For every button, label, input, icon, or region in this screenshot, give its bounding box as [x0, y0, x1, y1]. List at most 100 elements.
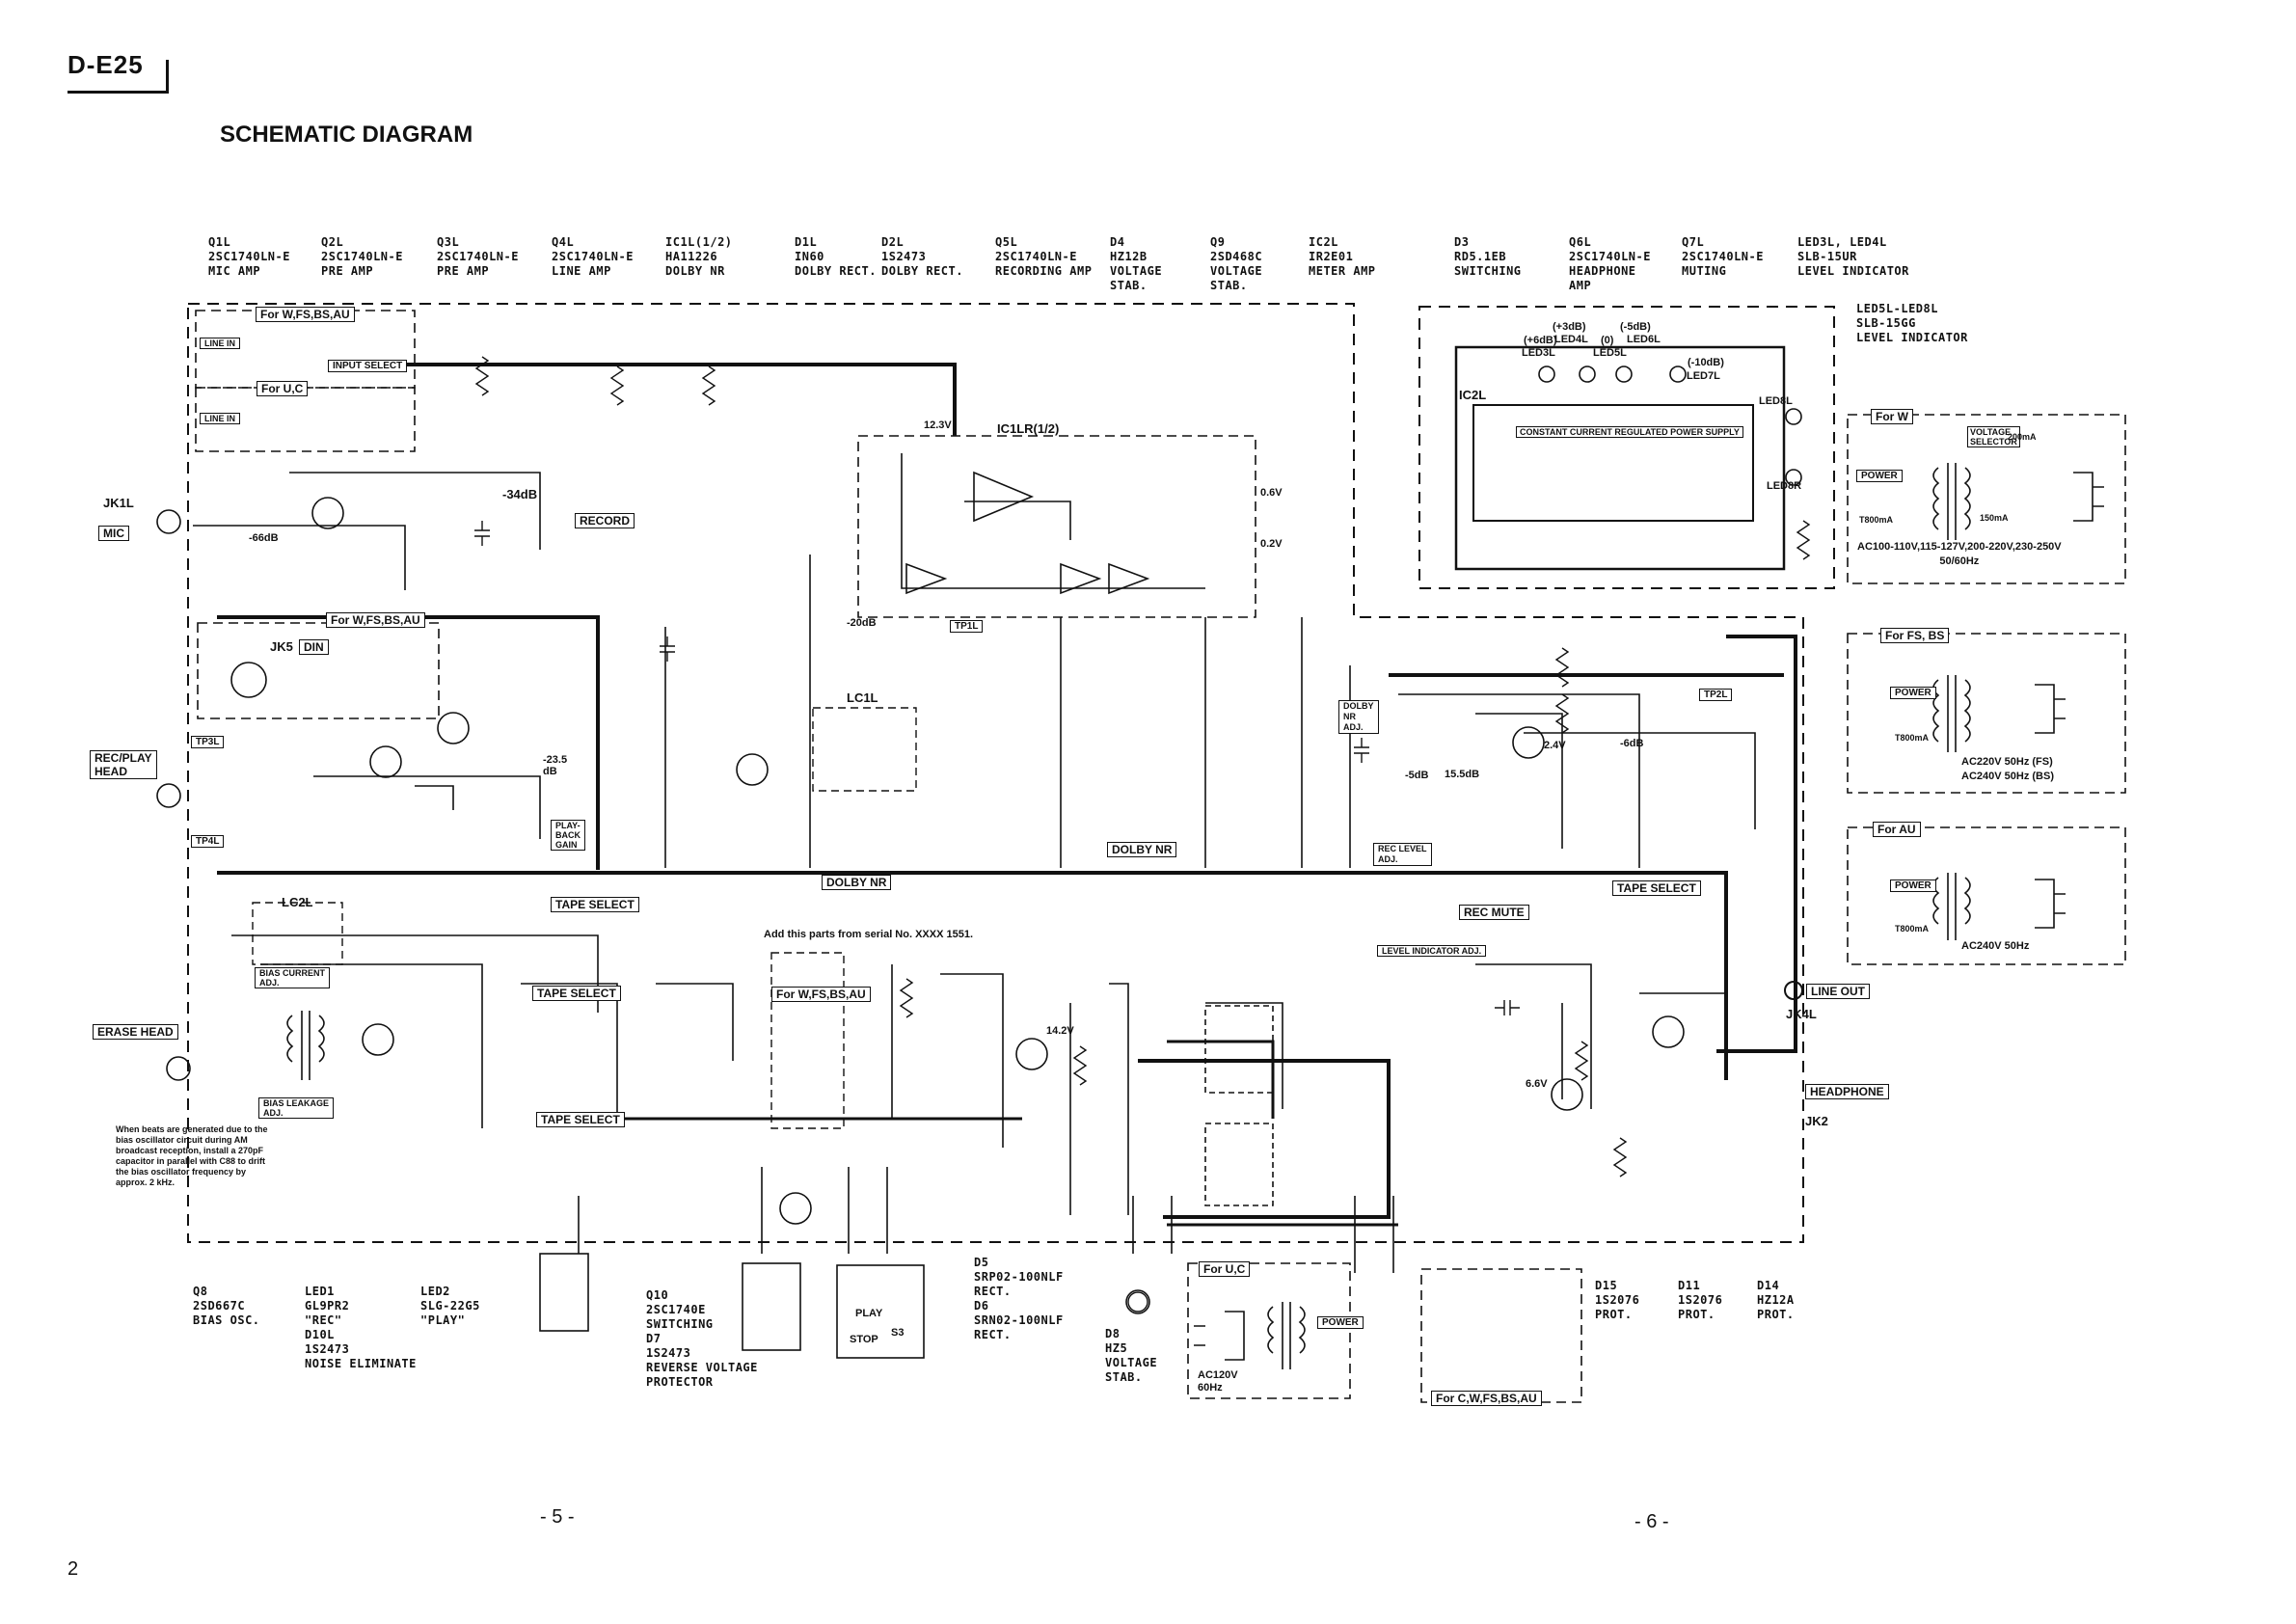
label-tape-select-3: TAPE SELECT: [536, 1112, 625, 1127]
legend-led2: LED2 SLG-22G5 "PLAY": [420, 1285, 480, 1327]
meter-led3l: LED3L: [1522, 347, 1555, 359]
meter-minus10db: (-10dB): [1688, 357, 1724, 368]
fuse-t800-3: T800mA: [1895, 924, 1930, 934]
label-rec-level-adj: REC LEVEL ADJ.: [1373, 843, 1432, 866]
legend-q10: Q10 2SC1740E SWITCHING D7 1S2473 REVERSE…: [646, 1288, 758, 1389]
label-headphone: HEADPHONE: [1805, 1084, 1889, 1099]
serial-note: Add this parts from serial No. XXXX 1551…: [764, 929, 974, 940]
label-tape-select-4: TAPE SELECT: [1612, 880, 1701, 896]
label-tp3l: TP3L: [191, 736, 225, 748]
label-tp4l: TP4L: [191, 835, 225, 848]
label-tp1l: TP1L: [950, 620, 984, 633]
variant-box-for-fs-bs: For FS, BS: [1880, 628, 1950, 643]
power-spec-fs: AC220V 50Hz (FS) AC240V 50Hz (BS): [1961, 756, 2054, 782]
label-power-4: POWER: [1317, 1316, 1364, 1329]
label-jk1l: JK1L: [103, 496, 134, 510]
model-number: D-E25: [68, 50, 144, 79]
level-minus5db: -5dB: [1405, 770, 1429, 781]
label-ic1lr: IC1LR(1/2): [997, 421, 1060, 436]
legend-d3: D3 RD5.1EB SWITCHING: [1454, 235, 1522, 278]
label-dolby-nr-adj: DOLBY NR ADJ.: [1338, 700, 1379, 734]
level-minus20db: -20dB: [847, 617, 877, 629]
legend-led5l: LED5L-LED8L SLB-15GG LEVEL INDICATOR: [1856, 302, 1968, 344]
power-spec-w: AC100-110V,115-127V,200-220V,230-250V 50…: [1857, 541, 2062, 567]
volt-12-3v: 12.3V: [924, 420, 952, 431]
legend-d15: D15 1S2076 PROT.: [1595, 1279, 1640, 1321]
legend-q3l: Q3L 2SC1740LN-E PRE AMP: [437, 235, 519, 278]
variant-box-w-fs-bs-au-3: For W,FS,BS,AU: [771, 987, 871, 1002]
legend-d11: D11 1S2076 PROT.: [1678, 1279, 1723, 1321]
label-s3: S3: [891, 1327, 905, 1339]
label-ic2l: IC2L: [1459, 388, 1487, 402]
label-jk5: JK5: [270, 639, 293, 654]
meter-minus5db: (-5dB): [1620, 321, 1651, 333]
meter-led5l: LED5L: [1593, 347, 1627, 359]
legend-d5: D5 SRP02-100NLF RECT. D6 SRN02-100NLF RE…: [974, 1256, 1064, 1341]
variant-box-for-au: For AU: [1873, 822, 1921, 837]
page-number-left: - 5 -: [540, 1506, 575, 1528]
legend-d2l: D2L 1S2473 DOLBY RECT.: [881, 235, 963, 278]
label-power-1: POWER: [1856, 470, 1903, 482]
label-rec-play-head: REC/PLAY HEAD: [90, 750, 157, 779]
label-record: RECORD: [575, 513, 635, 528]
legend-led3l: LED3L, LED4L SLB-15UR LEVEL INDICATOR: [1797, 235, 1909, 278]
level-minus23db: -23.5 dB: [543, 754, 568, 777]
fuse-150ma: 150mA: [1980, 513, 2009, 523]
label-constant-current: CONSTANT CURRENT REGULATED POWER SUPPLY: [1516, 426, 1743, 438]
meter-plus6db: (+6dB): [1524, 335, 1557, 346]
bias-beat-note: When beats are generated due to the bias…: [116, 1124, 268, 1187]
variant-box-w-fs-bs-au: For W,FS,BS,AU: [256, 307, 355, 322]
label-line-out: LINE OUT: [1806, 984, 1870, 999]
legend-q5l: Q5L 2SC1740LN-E RECORDING AMP: [995, 235, 1093, 278]
fuse-t800-1: T800mA: [1859, 515, 1894, 525]
variant-box-c-w-fs-bs-au: For C,W,FS,BS,AU: [1431, 1391, 1542, 1406]
legend-ic1l: IC1L(1/2) HA11226 DOLBY NR: [665, 235, 733, 278]
volt-0-6v: 0.6V: [1260, 487, 1283, 499]
level-minus6db: -6dB: [1620, 738, 1644, 749]
power-spec-uc: AC120V 60Hz: [1198, 1369, 1238, 1394]
label-bias-current-adj: BIAS CURRENT ADJ.: [255, 967, 331, 988]
fuse-200ma: 200mA: [2008, 432, 2037, 442]
legend-ic2l: IC2L IR2E01 METER AMP: [1309, 235, 1376, 278]
model-underline: [68, 91, 168, 94]
legend-q6l: Q6L 2SC1740LN-E HEADPHONE AMP: [1569, 235, 1651, 292]
page-number-right: - 6 -: [1634, 1511, 1669, 1532]
meter-led6l: LED6L: [1627, 334, 1661, 345]
legend-d1l: D1L IN60 DOLBY RECT.: [795, 235, 877, 278]
legend-q8: Q8 2SD667C BIAS OSC.: [193, 1285, 260, 1327]
label-line-in-2: LINE IN: [200, 413, 241, 424]
power-spec-au: AC240V 50Hz: [1961, 940, 2030, 952]
page-title: SCHEMATIC DIAGRAM: [220, 122, 473, 148]
label-lc1l: LC1L: [847, 690, 878, 705]
meter-led8r: LED8R: [1767, 480, 1802, 492]
label-lc2l: LC2L: [282, 895, 313, 909]
variant-box-u-c-2: For U,C: [1199, 1261, 1251, 1277]
legend-d14: D14 HZ12A PROT.: [1757, 1279, 1795, 1321]
label-bias-leakage-adj: BIAS LEAKAGE ADJ.: [258, 1097, 335, 1119]
voltage-selector: VOLTAGE SELECTOR: [1967, 426, 2020, 447]
legend-q7l: Q7L 2SC1740LN-E MUTING: [1682, 235, 1764, 278]
label-jk2: JK2: [1805, 1114, 1828, 1128]
level-minus34db: -34dB: [502, 487, 538, 501]
meter-led4l: LED4L: [1554, 334, 1588, 345]
label-line-in-1: LINE IN: [200, 338, 241, 349]
volt-14-2v: 14.2V: [1046, 1025, 1074, 1037]
legend-q1l: Q1L 2SC1740LN-E MIC AMP: [208, 235, 290, 278]
meter-zero: (0): [1601, 335, 1614, 346]
meter-led7l: LED7L: [1687, 370, 1720, 382]
legend-d8: D8 HZ5 VOLTAGE STAB.: [1105, 1327, 1158, 1384]
label-play: PLAY: [855, 1308, 883, 1319]
label-mic: MIC: [98, 526, 129, 541]
label-dolby-nr-2: DOLBY NR: [1107, 842, 1177, 857]
label-rec-mute: REC MUTE: [1459, 905, 1529, 920]
label-level-indicator-adj: LEVEL INDICATOR ADJ.: [1377, 945, 1487, 957]
level-15db: 15.5dB: [1445, 769, 1480, 780]
legend-q2l: Q2L 2SC1740LN-E PRE AMP: [321, 235, 403, 278]
label-din: DIN: [299, 639, 329, 655]
model-bracket: [166, 60, 169, 94]
legend-q9: Q9 2SD468C VOLTAGE STAB.: [1210, 235, 1263, 292]
label-tp2l: TP2L: [1699, 689, 1733, 701]
variant-box-for-w: For W: [1871, 409, 1913, 424]
level-minus66db: -66dB: [249, 532, 279, 544]
meter-led8l: LED8L: [1759, 395, 1793, 407]
